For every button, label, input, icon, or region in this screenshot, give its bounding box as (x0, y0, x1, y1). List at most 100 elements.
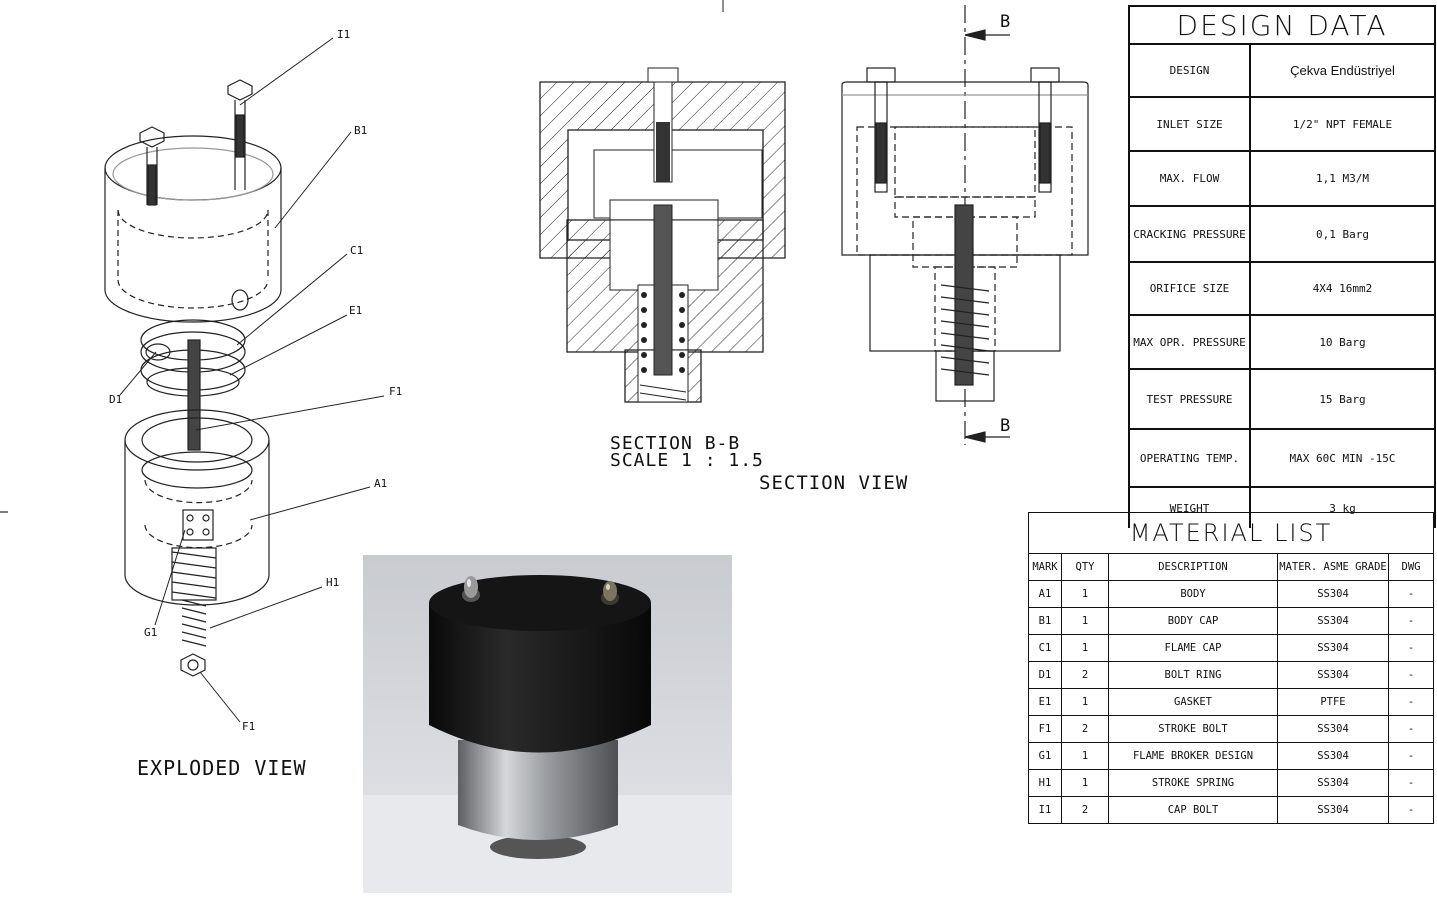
design-label: MAX OPR. PRESSURE (1130, 316, 1251, 368)
cell-description: GASKET (1109, 689, 1278, 715)
design-row: OPERATING TEMP. MAX 60C MIN -15C (1130, 430, 1434, 488)
design-row: MAX. FLOW 1,1 M3/M (1130, 152, 1434, 207)
callout-c1: C1 (350, 244, 363, 257)
cell-description: FLAME BROKER DESIGN (1109, 743, 1278, 769)
cell-mark: B1 (1029, 608, 1062, 634)
design-label: OPERATING TEMP. (1130, 430, 1251, 486)
design-value: Çekva Endüstriyel (1290, 63, 1395, 78)
design-value: 15 Barg (1319, 392, 1366, 406)
cell-mark: H1 (1029, 770, 1062, 796)
design-value: MAX 60C MIN -15C (1289, 451, 1396, 465)
cell-material: SS304 (1278, 662, 1389, 688)
header-mark: MARK (1029, 554, 1062, 580)
design-label: ORIFICE SIZE (1130, 263, 1251, 314)
cell-qty: 2 (1062, 797, 1109, 823)
callout-g1: G1 (144, 626, 157, 639)
product-photo (363, 555, 732, 893)
cell-material: SS304 (1278, 716, 1389, 742)
cell-material: SS304 (1278, 743, 1389, 769)
cell-qty: 1 (1062, 635, 1109, 661)
callout-b1: B1 (354, 124, 367, 137)
design-label: MAX. FLOW (1130, 152, 1251, 205)
callout-i1: I1 (337, 28, 350, 41)
design-label: DESIGN (1130, 45, 1251, 96)
cell-material: SS304 (1278, 770, 1389, 796)
design-label: WEIGHT (1130, 488, 1251, 528)
header-qty: QTY (1062, 554, 1109, 580)
cell-description: FLAME CAP (1109, 635, 1278, 661)
cell-description: BOLT RING (1109, 662, 1278, 688)
cell-description: STROKE SPRING (1109, 770, 1278, 796)
cell-material: SS304 (1278, 581, 1389, 607)
callout-h1: H1 (326, 576, 339, 589)
cut-label-bottom: B (1000, 416, 1010, 436)
cell-qty: 1 (1062, 770, 1109, 796)
cell-mark: I1 (1029, 797, 1062, 823)
design-row: WEIGHT 3 kg (1130, 488, 1434, 528)
cell-dwg: - (1407, 669, 1415, 681)
cell-mark: F1 (1029, 716, 1062, 742)
design-row: INLET SIZE 1/2" NPT FEMALE (1130, 98, 1434, 152)
header-dwg: DWG (1401, 561, 1421, 573)
cell-material: SS304 (1278, 797, 1389, 823)
design-value: 1,1 M3/M (1316, 172, 1369, 185)
material-list-title: MATERIAL LIST (1029, 513, 1433, 554)
cell-dwg: - (1407, 750, 1415, 762)
design-value: 4X4 16mm2 (1312, 282, 1373, 295)
cell-dwg: - (1407, 588, 1415, 600)
section-view-label: SECTION VIEW (759, 472, 909, 494)
callout-e1: E1 (349, 304, 362, 317)
design-label: INLET SIZE (1130, 98, 1251, 150)
design-row: DESIGN Çekva Endüstriyel (1130, 45, 1434, 98)
cell-mark: C1 (1029, 635, 1062, 661)
material-list-table: MATERIAL LIST MARK QTY DESCRIPTION MATER… (1028, 512, 1434, 824)
section-view-drawing: B B (841, 5, 1089, 445)
cell-qty: 1 (1062, 581, 1109, 607)
cell-description: BODY CAP (1109, 608, 1278, 634)
header-material: MATER. ASME GRADE (1278, 554, 1389, 580)
header-description: DESCRIPTION (1109, 554, 1278, 580)
cell-dwg: - (1407, 777, 1415, 789)
cell-dwg: - (1407, 615, 1415, 627)
cell-dwg: - (1407, 723, 1415, 735)
design-data-table: DESIGN DATA DESIGN Çekva Endüstriyel INL… (1128, 5, 1436, 528)
cell-mark: D1 (1029, 662, 1062, 688)
cell-material: SS304 (1278, 608, 1389, 634)
exploded-view-label: EXPLODED VIEW (137, 756, 307, 780)
cell-material: PTFE (1278, 689, 1389, 715)
design-value: 0,1 Barg (1316, 227, 1369, 241)
cell-dwg: - (1407, 696, 1415, 708)
cell-dwg: - (1407, 642, 1415, 654)
design-row: TEST PRESSURE 15 Barg (1130, 370, 1434, 430)
cell-dwg: - (1407, 804, 1415, 816)
cell-qty: 1 (1062, 743, 1109, 769)
design-value: 1/2" NPT FEMALE (1292, 117, 1393, 131)
cell-mark: E1 (1029, 689, 1062, 715)
cell-description: CAP BOLT (1109, 797, 1278, 823)
material-header-row: MARK QTY DESCRIPTION MATER. ASME GRADE D… (1029, 554, 1433, 581)
cell-description: STROKE BOLT (1109, 716, 1278, 742)
cell-qty: 1 (1062, 608, 1109, 634)
design-row: MAX OPR. PRESSURE 10 Barg (1130, 316, 1434, 370)
callout-a1: A1 (374, 477, 387, 490)
callout-d1: D1 (109, 393, 122, 406)
design-value: 10 Barg (1319, 335, 1366, 349)
cell-material: SS304 (1278, 635, 1389, 661)
cell-qty: 1 (1062, 689, 1109, 715)
design-label: CRACKING PRESSURE (1130, 207, 1251, 261)
design-row: ORIFICE SIZE 4X4 16mm2 (1130, 263, 1434, 316)
design-label: TEST PRESSURE (1130, 370, 1251, 428)
cell-mark: G1 (1029, 743, 1062, 769)
section-title: SECTION B-B (610, 433, 741, 454)
cut-label-top: B (1000, 12, 1010, 32)
design-data-title: DESIGN DATA (1130, 7, 1434, 45)
